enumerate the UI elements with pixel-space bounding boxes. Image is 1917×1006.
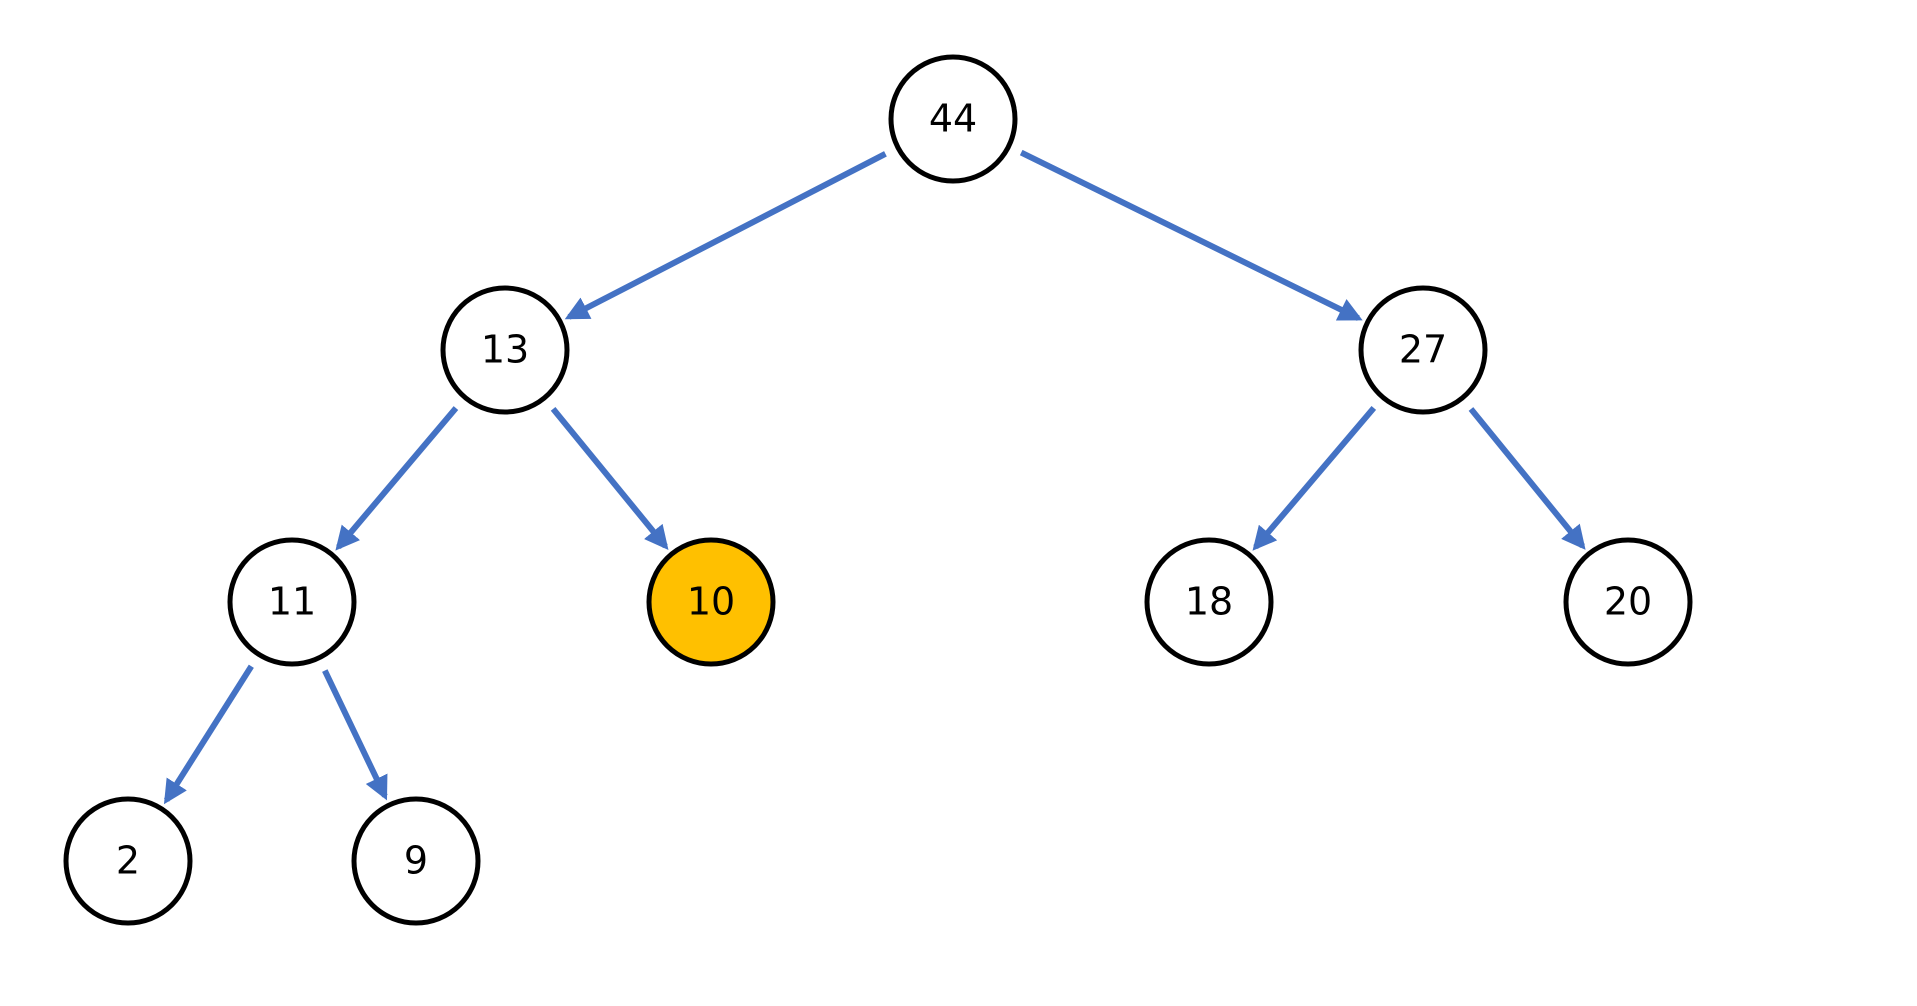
edge-arrow-13-to-10 — [550, 406, 669, 550]
node-circle — [1144, 537, 1274, 667]
edge-arrow-11-to-2 — [163, 664, 254, 805]
tree-node-20: 20 — [1563, 537, 1693, 667]
edge-arrow-11-to-9 — [322, 669, 388, 801]
node-circle — [351, 796, 481, 926]
node-label: 10 — [687, 580, 735, 624]
node-circle — [440, 285, 570, 415]
node-circle — [63, 796, 193, 926]
node-label: 44 — [929, 97, 977, 141]
node-label: 11 — [268, 580, 316, 624]
node-label: 2 — [116, 839, 140, 883]
node-label: 27 — [1399, 328, 1447, 372]
edge-arrow-27-to-18 — [1252, 405, 1377, 551]
tree-node-9: 9 — [351, 796, 481, 926]
highlighted-node-circle — [646, 537, 776, 667]
edges-layer — [163, 149, 1586, 805]
nodes-layer: 44 13 27 11 10 18 20 2 9 — [63, 54, 1693, 926]
node-label: 20 — [1604, 580, 1652, 624]
edge-arrow-13-to-11 — [335, 406, 459, 551]
node-label: 9 — [404, 839, 428, 883]
tree-node-10: 10 — [646, 537, 776, 667]
tree-node-13: 13 — [440, 285, 570, 415]
edge-arrow-44-to-27 — [1019, 149, 1363, 321]
tree-node-18: 18 — [1144, 537, 1274, 667]
tree-node-2: 2 — [63, 796, 193, 926]
node-circle — [227, 537, 357, 667]
node-label: 18 — [1185, 580, 1233, 624]
edge-arrow-27-to-20 — [1468, 407, 1586, 550]
tree-node-27: 27 — [1358, 285, 1488, 415]
node-circle — [888, 54, 1018, 184]
node-label: 13 — [481, 328, 529, 372]
tree-node-11: 11 — [227, 537, 357, 667]
node-circle — [1358, 285, 1488, 415]
tree-node-44: 44 — [888, 54, 1018, 184]
edge-arrow-44-to-13 — [564, 151, 887, 320]
node-circle — [1563, 537, 1693, 667]
